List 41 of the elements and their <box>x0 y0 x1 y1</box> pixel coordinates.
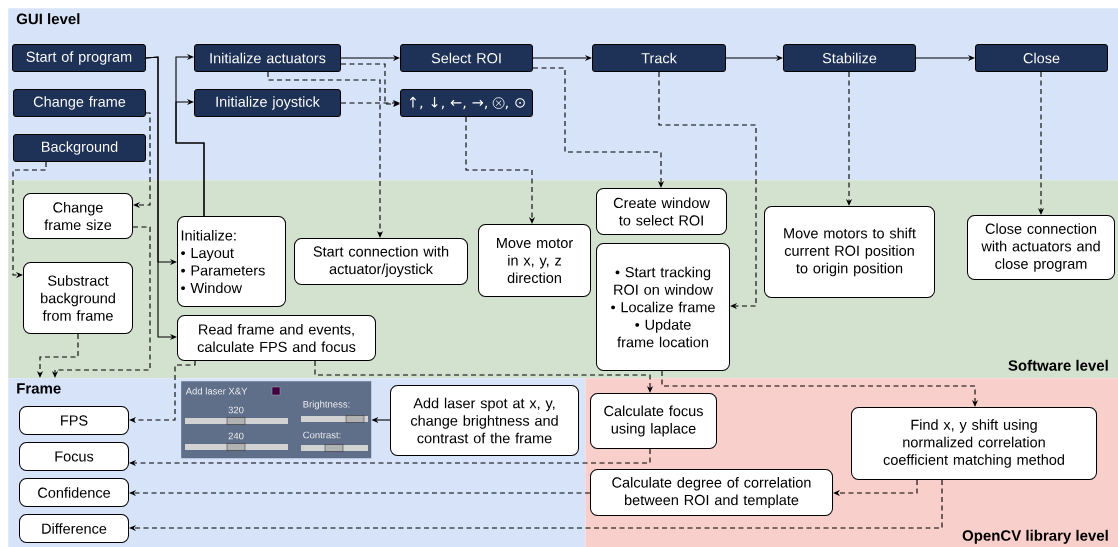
arrow <box>658 71 757 310</box>
step-box: Start of program <box>12 44 146 72</box>
process-box: Add laser spot at x, y, change brightness and contrast of the frame <box>390 385 579 456</box>
process-box: Calculate degree of correlation between ROI and template <box>590 469 833 516</box>
step-box: Stabilize <box>783 44 916 72</box>
process-box: • Start tracking ROI on window • Localize frame • Update frame location <box>596 243 730 371</box>
process-box: Difference <box>19 514 129 543</box>
step-box: Close <box>975 44 1108 72</box>
step-box: Initialize actuators <box>194 44 341 72</box>
process-box: Initialize: • Layout • Parameters • Window <box>177 216 286 307</box>
step-box: Background <box>13 134 146 162</box>
arrow <box>661 370 979 407</box>
process-box: Focus <box>19 442 129 471</box>
process-box: Change frame size <box>23 193 133 239</box>
step-box: Track <box>592 44 726 72</box>
arrow <box>133 112 151 209</box>
process-box: Calculate focus using laplace <box>590 393 717 449</box>
arrow <box>129 360 196 424</box>
arrow <box>175 98 205 217</box>
process-box: Confidence <box>19 478 129 507</box>
arrow <box>314 360 654 393</box>
arrow <box>833 479 918 497</box>
arrow <box>267 71 384 238</box>
step-box: Select ROI <box>400 44 533 72</box>
process-box: Move motors to shift current ROI position to origin position <box>764 206 935 298</box>
step-box: Change frame <box>13 89 146 117</box>
arrow <box>129 448 651 467</box>
process-box: Read frame and events, calculate FPS and focus <box>177 315 376 361</box>
arrow <box>532 67 665 188</box>
step-box: Initialize joystick <box>194 89 341 117</box>
control-panel-screenshot: Add laser X&Y 320 Brightness: 240 Contrast: <box>181 381 372 459</box>
arrow <box>129 479 943 532</box>
process-box: Find x, y shift using normalized correlation coefficient matching method <box>851 407 1097 480</box>
process-box: Start connection with actuator/joystick <box>294 238 468 285</box>
process-box: Move motor in x, y, z direction <box>478 224 591 297</box>
process-box: FPS <box>19 406 129 435</box>
process-box: Create window to select ROI <box>596 188 727 235</box>
process-box: Close connection with actuators and close program <box>967 215 1115 280</box>
process-box: Substract background from frame <box>23 262 133 334</box>
arrow <box>465 116 536 224</box>
step-box: ↑, ↓, ←, →, , ⊙ <box>400 89 533 117</box>
